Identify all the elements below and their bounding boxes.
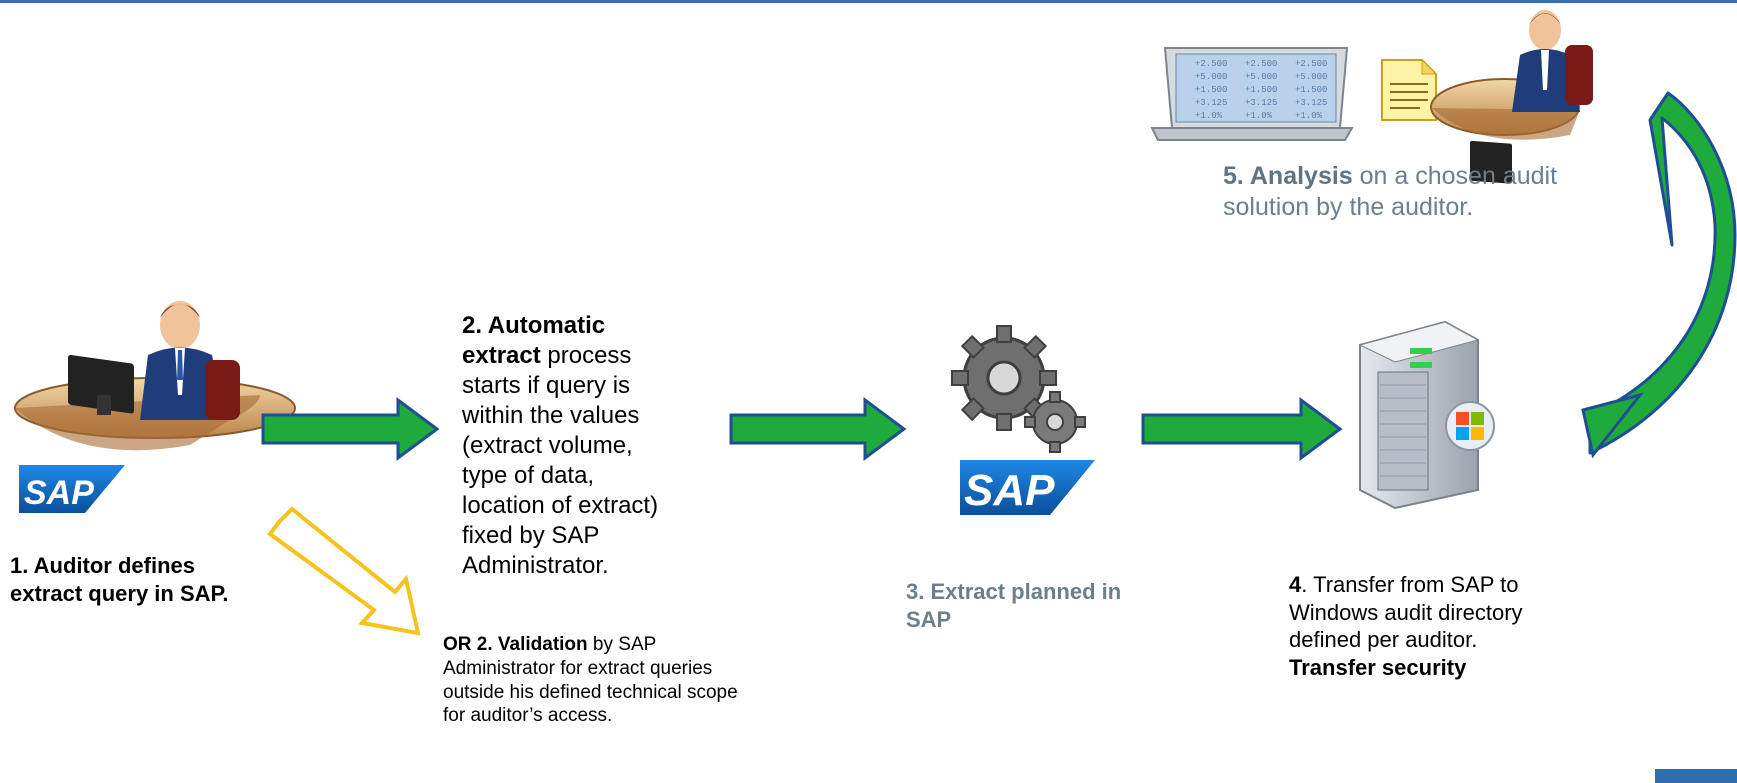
step-2-alt-label: OR 2. Validation by SAP Administrator fo… xyxy=(443,633,763,728)
cell: +5.000 xyxy=(1245,72,1277,82)
cell: +3.125 xyxy=(1195,98,1227,108)
cell: +5.000 xyxy=(1195,72,1227,82)
step-4-number: 4 xyxy=(1289,572,1302,597)
top-accent-line xyxy=(0,0,1737,3)
cell: +1.0% xyxy=(1195,111,1223,121)
step-5-text: on a chosen audit solution by the audito… xyxy=(1223,162,1558,222)
auditor-at-desk-icon xyxy=(14,301,296,451)
step-1-text: 1. Auditor defines extract query in SAP. xyxy=(10,553,229,606)
step-5-label: 5. Analysis on a chosen audit solution b… xyxy=(1223,161,1623,224)
sap-logo-text: SAP xyxy=(24,474,94,512)
sap-logo-icon: SAP xyxy=(19,465,125,513)
auditor-at-desk-icon xyxy=(1430,10,1593,184)
step-5-title: 5. Analysis xyxy=(1223,162,1353,190)
cell: +2.500 xyxy=(1295,59,1327,69)
step-2-text: process starts if query is within the va… xyxy=(462,342,659,579)
flow-arrow-3 xyxy=(1141,397,1343,461)
windows-server-icon xyxy=(1358,320,1495,510)
corner-accent xyxy=(1655,769,1737,783)
cell: +2.500 xyxy=(1195,59,1227,69)
cell: +5.000 xyxy=(1295,72,1327,82)
document-icon xyxy=(1381,58,1438,121)
step-2-alt-text: by SAP Administrator for extract queries… xyxy=(443,634,738,727)
cell: +3.125 xyxy=(1295,98,1327,108)
step-4-text: . Transfer from SAP to Windows audit dir… xyxy=(1289,572,1523,652)
cell: +1.0% xyxy=(1295,111,1323,121)
cell: +1.500 xyxy=(1245,85,1277,95)
alternate-flow-arrow xyxy=(267,506,421,636)
step-2-alt-title: OR 2. Validation xyxy=(443,634,588,655)
step-3-label: 3. Extract planned in SAP xyxy=(906,578,1136,633)
step-4-label: 4. Transfer from SAP to Windows audit di… xyxy=(1289,571,1589,681)
laptop-spreadsheet-icon xyxy=(1150,47,1354,141)
flow-arrow-4-curved xyxy=(1581,91,1737,459)
flow-arrow-1 xyxy=(261,397,440,461)
step-4-bold: Transfer security xyxy=(1289,654,1467,680)
cell: +1.500 xyxy=(1195,85,1227,95)
sap-logo-icon: SAP xyxy=(960,460,1095,515)
step-2-label: 2. Automatic extract process starts if q… xyxy=(462,311,662,581)
cell: +1.0% xyxy=(1245,111,1273,121)
cell: +3.125 xyxy=(1245,98,1277,108)
gears-icon xyxy=(951,325,1086,453)
step-3-text: 3. Extract planned in SAP xyxy=(906,579,1122,632)
flow-arrow-2 xyxy=(729,397,907,461)
step-1-label: 1. Auditor defines extract query in SAP. xyxy=(10,552,240,607)
step-2-title: 2. Automatic extract xyxy=(462,312,606,369)
cell: +1.500 xyxy=(1295,85,1327,95)
sap-logo-text: SAP xyxy=(964,466,1055,515)
cell: +2.500 xyxy=(1245,59,1277,69)
spreadsheet-table: +2.500 +2.500 +2.500 +5.000 +5.000 +5.00… xyxy=(1195,59,1327,121)
